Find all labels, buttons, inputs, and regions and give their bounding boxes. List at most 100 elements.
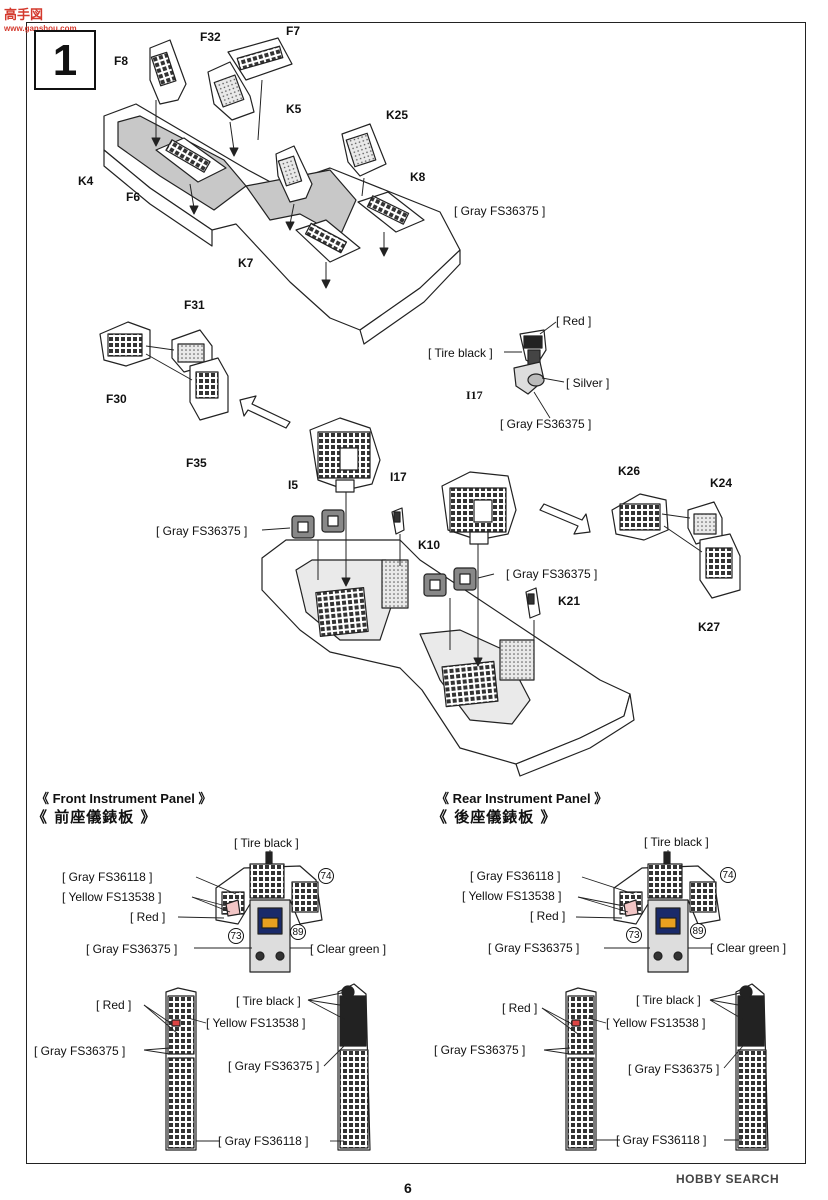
panel-F7 — [227, 37, 293, 81]
part-label-K26: K26 — [618, 464, 641, 478]
front-decal-73: 73 — [228, 928, 244, 944]
rear-paint-red: [ Red ] — [530, 909, 566, 923]
console-K7 — [295, 219, 361, 263]
front-paint-red: [ Red ] — [130, 910, 166, 924]
watermark-hobbysearch: HOBBY SEARCH — [676, 1172, 780, 1186]
front-panel-assembly — [309, 417, 381, 493]
part-label-I17-tub: I17 — [390, 470, 407, 484]
part-label-K27: K27 — [698, 620, 721, 634]
front-paint-gray36375: [ Gray FS36375 ] — [86, 942, 178, 956]
part-label-K5: K5 — [286, 102, 302, 116]
assembly-arrows-main — [261, 492, 535, 667]
direction-arrow-right — [539, 503, 591, 535]
rear-console-paint-red: [ Red ] — [502, 1001, 538, 1015]
front-paint-tireblack: [ Tire black ] — [234, 836, 299, 850]
part-label-F6: F6 — [126, 190, 141, 204]
part-label-F30: F30 — [106, 392, 127, 406]
front-decal-74: 74 — [318, 868, 334, 884]
section-title-front-en: 《 Front Instrument Panel 》 — [36, 791, 212, 806]
stick-rear-mini — [525, 587, 541, 619]
rear-decal-89: 89 — [690, 923, 706, 939]
paint-silver-stick: [ Silver ] — [566, 376, 610, 390]
rear-console-paint-yellow: [ Yellow FS13538 ] — [606, 1016, 706, 1030]
rear-paint-gray36118: [ Gray FS36118 ] — [470, 869, 561, 883]
ejection-handles-K10 — [423, 567, 477, 597]
part-label-F35: F35 — [186, 456, 207, 470]
section-title-front-zh: 《 前座儀錶板 》 — [32, 808, 157, 826]
panel-K25 — [341, 123, 387, 177]
front-paint-yellow: [ Yellow FS13538 ] — [62, 890, 162, 904]
part-label-K21: K21 — [558, 594, 581, 608]
panel-F8 — [149, 39, 187, 105]
ejection-handles-I5 — [291, 509, 345, 539]
front-left-console-detail — [165, 987, 197, 1151]
rear-paint-tireblack: [ Tire black ] — [644, 835, 709, 849]
front-console-paint-gray36118: [ Gray FS36118 ] — [218, 1134, 309, 1148]
front-paint-gray36118: [ Gray FS36118 ] — [62, 870, 153, 884]
front-console-paint-gray36375: [ Gray FS36375 ] — [34, 1044, 126, 1058]
part-label-F31: F31 — [184, 298, 205, 312]
part-label-F32: F32 — [200, 30, 221, 44]
section-title-rear-zh: 《 後座儀錶板 》 — [432, 808, 557, 826]
part-label-I5: I5 — [288, 478, 299, 492]
front-decal-89: 89 — [290, 924, 306, 940]
rear-left-console-detail — [565, 987, 597, 1151]
watermark-url: www.ganshou.com — [4, 24, 77, 33]
section-title-rear-en: 《 Rear Instrument Panel 》 — [436, 791, 608, 806]
front-console-paint-yellow: [ Yellow FS13538 ] — [206, 1016, 306, 1030]
front-console-paint-gray36375-right: [ Gray FS36375 ] — [228, 1059, 320, 1073]
lower-cockpit-tub — [261, 539, 635, 777]
part-label-I17-stick: I17 — [466, 388, 483, 402]
page-frame — [26, 22, 806, 1164]
panel-F32 — [207, 61, 255, 121]
paint-gray36375-stick: [ Gray FS36375 ] — [500, 417, 592, 431]
part-label-K4: K4 — [78, 174, 94, 188]
subassembly-rear — [611, 493, 741, 599]
subassembly-front — [99, 321, 229, 421]
stick-front-mini — [391, 507, 405, 535]
front-paint-cleargreen: [ Clear green ] — [310, 942, 387, 956]
front-right-console-detail — [337, 983, 371, 1151]
rear-paint-yellow: [ Yellow FS13538 ] — [462, 889, 562, 903]
part-label-K8: K8 — [410, 170, 426, 184]
front-leader-lines — [143, 850, 351, 1142]
rear-panel-detail — [613, 851, 721, 973]
rear-console-paint-tireblack: [ Tire black ] — [636, 993, 701, 1007]
rear-paint-cleargreen: [ Clear green ] — [710, 941, 787, 955]
control-stick-I17 — [513, 329, 547, 395]
paint-red-stick: [ Red ] — [556, 314, 592, 328]
rear-console-paint-gray36118: [ Gray FS36118 ] — [616, 1133, 707, 1147]
rear-paint-gray36375: [ Gray FS36375 ] — [488, 941, 580, 955]
part-label-F8: F8 — [114, 54, 129, 68]
rear-panel-assembly — [441, 471, 517, 545]
rear-decal-73: 73 — [626, 927, 642, 943]
panel-K5 — [275, 145, 313, 203]
front-console-paint-tireblack: [ Tire black ] — [236, 994, 301, 1008]
rear-decal-74: 74 — [720, 867, 736, 883]
part-label-F7: F7 — [286, 24, 301, 38]
rear-console-paint-gray36375-right: [ Gray FS36375 ] — [628, 1062, 720, 1076]
step-badge: 1 — [34, 30, 96, 90]
part-label-K7: K7 — [238, 256, 254, 270]
part-label-K24: K24 — [710, 476, 733, 490]
front-console-paint-red: [ Red ] — [96, 998, 132, 1012]
console-F6 — [155, 137, 227, 183]
page-number: 6 — [404, 1180, 412, 1196]
part-label-K25: K25 — [386, 108, 409, 122]
part-label-K10: K10 — [418, 538, 441, 552]
stick-leader-lines — [504, 321, 565, 419]
rear-leader-lines — [541, 850, 749, 1141]
paint-gray36375-K10: [ Gray FS36375 ] — [506, 567, 598, 581]
direction-arrow-left — [239, 395, 291, 429]
step-number: 1 — [52, 36, 78, 85]
rear-console-paint-gray36375: [ Gray FS36375 ] — [434, 1043, 526, 1057]
assembly-arrows-top — [151, 79, 389, 289]
rear-right-console-detail — [735, 983, 769, 1151]
paint-tireblack-stick: [ Tire black ] — [428, 346, 493, 360]
paint-gray36375-tub: [ Gray FS36375 ] — [454, 204, 546, 218]
paint-gray36375-I5: [ Gray FS36375 ] — [156, 524, 248, 538]
watermark-logo: 高手図 — [4, 8, 44, 23]
console-K8 — [357, 191, 425, 233]
front-panel-detail — [215, 851, 323, 973]
